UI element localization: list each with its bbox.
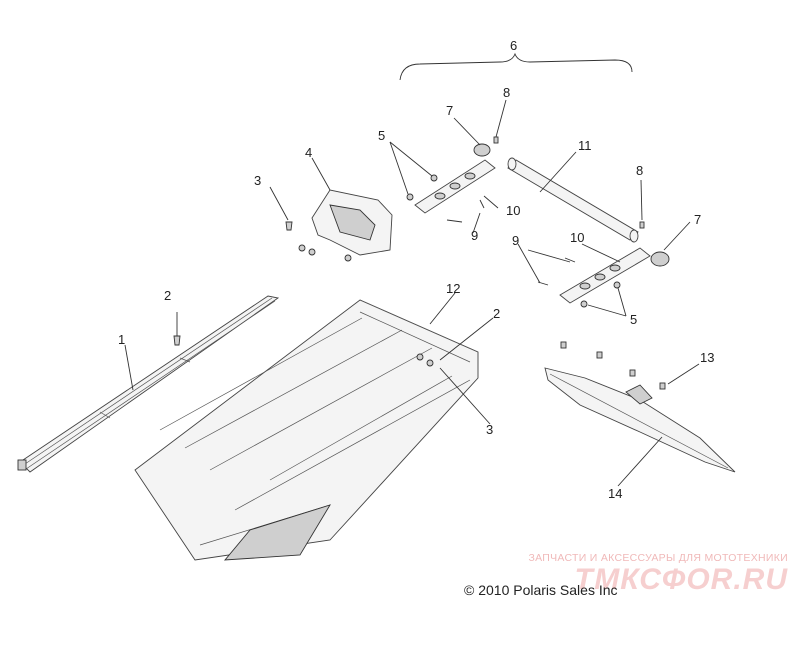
axle-part <box>507 157 639 243</box>
nut-part <box>613 281 621 289</box>
watermark-logo: ТМКСФОR.RU <box>574 563 788 596</box>
screw-part <box>596 351 603 359</box>
callout-10: 10 <box>570 230 584 245</box>
screw-part <box>560 341 567 349</box>
callout-10: 10 <box>506 203 520 218</box>
pin-part <box>493 136 499 144</box>
screw-part <box>285 221 293 231</box>
bolt-part <box>446 219 463 223</box>
callout-7: 7 <box>446 103 453 118</box>
watermark-tagline: ЗАПЧАСТИ И АКСЕССУАРЫ ДЛЯ МОТОТЕХНИКИ <box>528 552 788 564</box>
callout-2: 2 <box>164 288 171 303</box>
assembly-brace <box>399 52 633 81</box>
flap-part <box>544 367 736 473</box>
callout-1: 1 <box>118 332 125 347</box>
bolt-part <box>173 312 181 346</box>
rail-part <box>17 295 280 473</box>
callout-8: 8 <box>636 163 643 178</box>
callout-4: 4 <box>305 145 312 160</box>
callout-14: 14 <box>608 486 622 501</box>
arm-part-right <box>559 247 651 304</box>
watermark: ЗАПЧАСТИ И АКСЕССУАРЫ ДЛЯ МОТОТЕХНИКИ ТМ… <box>488 552 788 596</box>
callout-8: 8 <box>503 85 510 100</box>
callout-3: 3 <box>486 422 493 437</box>
copyright-notice: © 2010 Polaris Sales Inc <box>464 582 618 598</box>
pin-part <box>639 221 645 229</box>
callout-6: 6 <box>510 38 517 53</box>
arm-part-left <box>414 159 496 214</box>
callout-2: 2 <box>493 306 500 321</box>
screw-part <box>629 369 636 377</box>
wheel-part-right <box>650 251 670 267</box>
callout-3: 3 <box>254 173 261 188</box>
callout-9: 9 <box>512 233 519 248</box>
bolt-part <box>479 199 485 209</box>
callout-13: 13 <box>700 350 714 365</box>
callout-5: 5 <box>378 128 385 143</box>
callout-11: 11 <box>578 138 592 153</box>
nut-part <box>580 300 588 308</box>
callout-5: 5 <box>630 312 637 327</box>
bolt-part <box>564 257 576 263</box>
wheel-part-left <box>473 143 491 157</box>
callout-9: 9 <box>471 228 478 243</box>
tunnel-part <box>134 299 479 561</box>
callout-7: 7 <box>694 212 701 227</box>
nut-part <box>406 193 414 201</box>
callout-12: 12 <box>446 281 460 296</box>
nut-part <box>430 174 438 182</box>
cover-part <box>298 189 393 262</box>
screw-part <box>659 382 666 390</box>
